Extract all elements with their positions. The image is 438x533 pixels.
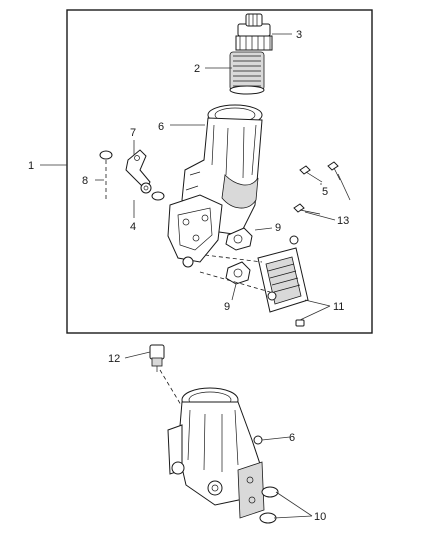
oil-filter-housing-lower [167, 387, 265, 519]
callout-5: 5 [322, 186, 328, 198]
sensor-12 [149, 344, 165, 372]
callout-4: 4 [130, 221, 136, 233]
gasket-9-upper [225, 227, 253, 251]
callout-10: 10 [314, 511, 326, 523]
leader-lines [40, 33, 351, 519]
callout-3: 3 [296, 29, 302, 41]
oil-filter-cap [235, 13, 273, 51]
o-ring-10-lower [259, 512, 277, 524]
alignment-line-12 [159, 369, 191, 421]
bolt-5b [327, 161, 341, 181]
bolt-5 [299, 165, 323, 183]
oil-filter-element [229, 51, 265, 95]
alignment-line-upper [204, 254, 263, 263]
callout-7: 7 [130, 127, 136, 139]
callout-13: 13 [337, 215, 349, 227]
gasket-4 [151, 191, 165, 201]
callout-6-upper: 6 [158, 121, 164, 133]
mounting-bracket [125, 149, 152, 194]
o-ring-10-upper [261, 486, 279, 498]
callout-1: 1 [28, 160, 34, 172]
gasket-9-lower [225, 261, 251, 285]
alignment-line-lower [199, 271, 271, 293]
callout-6-lower: 6 [289, 432, 295, 444]
callout-11: 11 [333, 301, 344, 313]
assembly-frame [66, 9, 373, 334]
callout-9-upper: 9 [275, 222, 281, 234]
oil-cooler [257, 235, 309, 313]
housing-base [167, 194, 223, 268]
callout-9-lower: 9 [224, 301, 230, 313]
callout-8: 8 [82, 175, 88, 187]
callout-2: 2 [194, 63, 200, 75]
bolt-13 [293, 203, 321, 215]
gasket-7 [99, 150, 113, 160]
callout-12: 12 [108, 353, 120, 365]
bolt-11 [295, 319, 305, 327]
